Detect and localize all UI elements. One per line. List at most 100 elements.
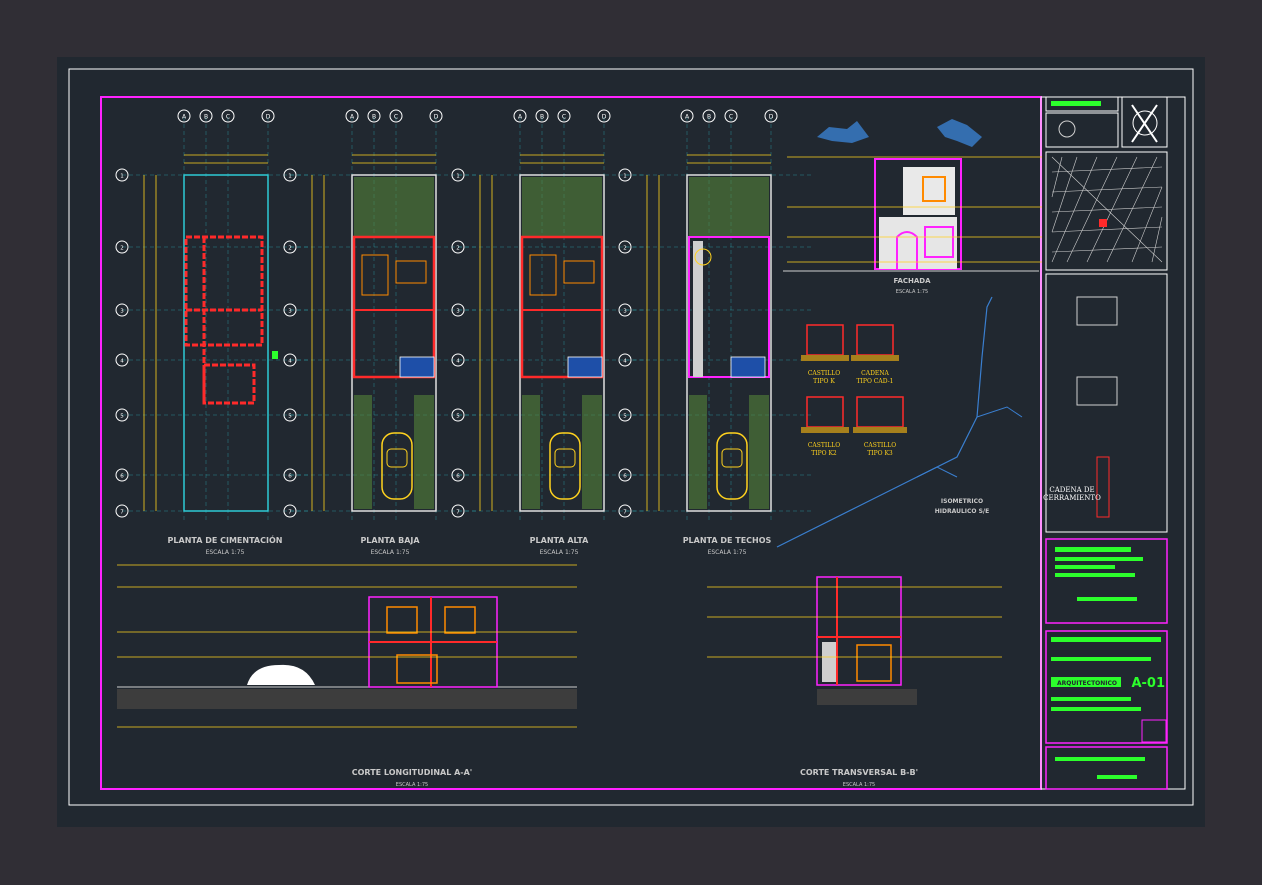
svg-text:6: 6 xyxy=(120,474,124,480)
axis-bubble: 7 xyxy=(115,504,129,518)
axis-bubble: B xyxy=(367,109,381,123)
svg-text:A: A xyxy=(350,114,355,121)
svg-text:7: 7 xyxy=(120,510,124,516)
axis-bubble: 2 xyxy=(115,240,129,254)
axis-bubble: 3 xyxy=(618,303,632,317)
svg-text:B: B xyxy=(540,114,544,121)
svg-text:1: 1 xyxy=(623,174,627,180)
svg-text:C: C xyxy=(226,114,230,121)
svg-text:D: D xyxy=(769,114,774,121)
project-label: ARQUITECTONICO xyxy=(1057,680,1117,687)
plan-scale-alta: ESCALA 1:75 xyxy=(540,549,579,556)
axis-bubble: 4 xyxy=(618,353,632,367)
svg-text:4: 4 xyxy=(120,359,124,365)
axis-bubble: B xyxy=(199,109,213,123)
floor-plan-1: A B C D 1 2 3 4 5 6 7 xyxy=(115,109,308,521)
svg-text:A: A xyxy=(685,114,690,121)
axis-bubble: A xyxy=(345,109,359,123)
axis-bubble: 1 xyxy=(618,168,632,182)
svg-text:B: B xyxy=(204,114,208,121)
svg-text:5: 5 xyxy=(456,414,460,420)
detail-2-line1: CADENA xyxy=(861,370,889,377)
axis-bubble: 6 xyxy=(451,468,465,482)
title-block: CADENA DE CERRAMIENTO ARQUITECTONICO A-0… xyxy=(1043,96,1168,790)
svg-text:D: D xyxy=(266,114,271,121)
axis-bubble: B xyxy=(535,109,549,123)
axis-bubble: C xyxy=(389,109,403,123)
drawing-sheet: A B C D 1 2 3 4 5 6 7 A B C D 1 2 3 4 5 6 7 A B C D 1 2 3 4 5 6 7 A B C D 1 2 3… xyxy=(68,68,1194,806)
svg-text:3: 3 xyxy=(288,309,292,315)
svg-text:3: 3 xyxy=(456,309,460,315)
svg-text:2: 2 xyxy=(456,246,460,252)
svg-text:6: 6 xyxy=(288,474,292,480)
svg-text:1: 1 xyxy=(288,174,292,180)
axis-bubble: C xyxy=(557,109,571,123)
cad-drawing-viewport[interactable]: A B C D 1 2 3 4 5 6 7 A B C D 1 2 3 4 5 6 7 A B C D 1 2 3 4 5 6 7 A B C D 1 2 3… xyxy=(57,57,1205,827)
detail-2-line2: TIPO CAD-1 xyxy=(857,378,894,385)
svg-text:D: D xyxy=(434,114,439,121)
svg-text:6: 6 xyxy=(623,474,627,480)
axis-bubble: 7 xyxy=(451,504,465,518)
plan-title-techos: PLANTA DE TECHOS xyxy=(683,536,772,545)
axis-bubble: 7 xyxy=(283,504,297,518)
location-map xyxy=(1051,156,1163,263)
axis-bubble: 1 xyxy=(115,168,129,182)
axis-bubble: D xyxy=(429,109,443,123)
svg-text:7: 7 xyxy=(623,510,627,516)
axis-bubble: 6 xyxy=(618,468,632,482)
plan-title-baja: PLANTA BAJA xyxy=(360,536,420,545)
svg-text:C: C xyxy=(562,114,566,121)
axis-bubble: 7 xyxy=(618,504,632,518)
axis-bubble: 3 xyxy=(115,303,129,317)
trans-section-title: CORTE TRANSVERSAL B-B' xyxy=(800,768,918,777)
svg-text:2: 2 xyxy=(623,246,627,252)
axis-bubble: 5 xyxy=(283,408,297,422)
cadena-label-1: CADENA DE xyxy=(1049,486,1094,494)
detail-3-line1: CASTILLO xyxy=(808,442,840,449)
svg-text:A: A xyxy=(518,114,523,121)
long-section-scale: ESCALA 1:75 xyxy=(396,782,428,788)
axis-bubble: 2 xyxy=(618,240,632,254)
plan-scale-cimentacion: ESCALA 1:75 xyxy=(206,549,245,556)
axis-bubble: 5 xyxy=(618,408,632,422)
svg-text:4: 4 xyxy=(288,359,292,365)
floor-plan-4: A B C D 1 2 3 4 5 6 7 xyxy=(618,109,811,521)
svg-text:B: B xyxy=(707,114,711,121)
cadena-label-2: CERRAMIENTO xyxy=(1043,494,1101,502)
sheet-number: A-01 xyxy=(1131,676,1165,691)
axis-bubble: 1 xyxy=(283,168,297,182)
axis-bubble: 4 xyxy=(283,353,297,367)
axis-bubble: 3 xyxy=(451,303,465,317)
isometric-title-2: HIDRAULICO S/E xyxy=(935,508,989,515)
svg-text:3: 3 xyxy=(120,309,124,315)
svg-text:C: C xyxy=(394,114,398,121)
trans-section-scale: ESCALA 1:75 xyxy=(843,782,875,788)
axis-bubble: A xyxy=(177,109,191,123)
facade-drawing: FACHADA ESCALA 1:75 xyxy=(783,119,1042,295)
svg-text:D: D xyxy=(602,114,607,121)
svg-text:7: 7 xyxy=(456,510,460,516)
longitudinal-section: CORTE LONGITUDINAL A-A' ESCALA 1:75 xyxy=(117,564,577,788)
axis-bubble: 2 xyxy=(283,240,297,254)
sheet-outer-frame xyxy=(68,68,1194,806)
svg-text:4: 4 xyxy=(456,359,460,365)
axis-bubble: 4 xyxy=(115,353,129,367)
svg-text:2: 2 xyxy=(288,246,292,252)
detail-1-line2: TIPO K xyxy=(813,378,835,385)
structural-details: CASTILLO TIPO K CADENA TIPO CAD-1 CASTIL… xyxy=(801,324,907,457)
facade-title: FACHADA xyxy=(893,277,931,285)
floor-plan-2: A B C D 1 2 3 4 5 6 7 xyxy=(283,109,476,521)
axis-bubble: 5 xyxy=(451,408,465,422)
svg-text:7: 7 xyxy=(288,510,292,516)
floor-plan-3: A B C D 1 2 3 4 5 6 7 xyxy=(451,109,644,521)
plans-layer: A B C D 1 2 3 4 5 6 7 A B C D 1 2 3 4 5 6 7 A B C D 1 2 3 4 5 6 7 A B C D 1 2 3… xyxy=(115,109,811,521)
detail-1-line1: CASTILLO xyxy=(808,370,840,377)
axis-bubble: 4 xyxy=(451,353,465,367)
svg-text:1: 1 xyxy=(120,174,124,180)
axis-bubble: D xyxy=(597,109,611,123)
axis-bubble: C xyxy=(221,109,235,123)
axis-bubble: D xyxy=(261,109,275,123)
svg-text:C: C xyxy=(729,114,733,121)
svg-text:1: 1 xyxy=(456,174,460,180)
axis-bubble: 3 xyxy=(283,303,297,317)
